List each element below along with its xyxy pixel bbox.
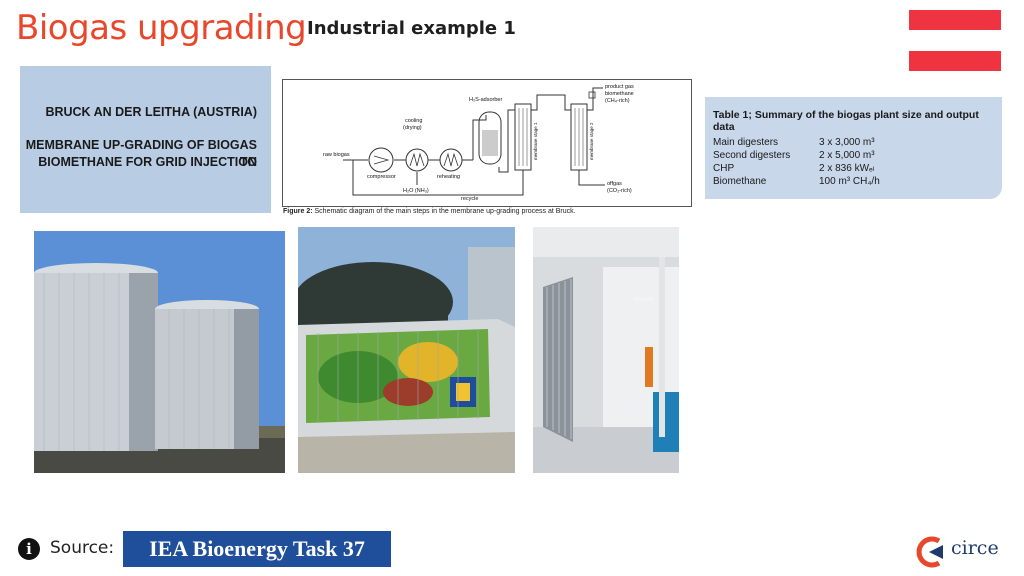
label-h2s-adsorber: H₂S-adsorber bbox=[469, 97, 502, 103]
table-row: Second digesters 2 x 5,000 m³ bbox=[713, 150, 875, 161]
page-title: Biogas upgrading bbox=[16, 8, 307, 48]
label-compressor: compressor bbox=[367, 174, 396, 180]
label-reheating: reheating bbox=[437, 174, 460, 180]
label-water: H₂O (NH₃) bbox=[403, 188, 429, 194]
plant-location: BRUCK AN DER LEITHA (AUSTRIA) bbox=[45, 105, 257, 119]
process-diagram-svg: raw biogas compressor cooling (drying) r… bbox=[323, 84, 634, 202]
plant-description-line-2: BIOMETHANE FOR GRID INJECTION bbox=[38, 155, 257, 169]
label-drying: (drying) bbox=[403, 125, 422, 131]
label-ch4-rich: (CH₄-rich) bbox=[605, 98, 630, 104]
label-raw-biogas: raw biogas bbox=[323, 152, 350, 158]
digester-tanks-photo bbox=[34, 231, 285, 473]
flag-stripe-bottom bbox=[909, 51, 1001, 71]
source-label: Source: bbox=[50, 538, 115, 558]
plant-description-box: BRUCK AN DER LEITHA (AUSTRIA) MEMBRANE U… bbox=[20, 66, 271, 213]
plant-description-line-1: MEMBRANE UP-GRADING OF BIOGAS TO bbox=[25, 138, 257, 169]
table-row-value: 100 m³ CH₄/h bbox=[819, 176, 880, 187]
label-membrane-stage-1: membrane stage 1 bbox=[533, 122, 538, 160]
austria-flag bbox=[909, 10, 1001, 71]
flag-stripe-top bbox=[909, 10, 1001, 30]
circe-logo-text: circe bbox=[951, 537, 999, 559]
figure-caption: Figure 2: Schematic diagram of the main … bbox=[283, 208, 576, 215]
label-membrane-stage-2: membrane stage 2 bbox=[589, 122, 594, 160]
page-subtitle: Industrial example 1 bbox=[307, 18, 516, 39]
table-row-label: Main digesters bbox=[713, 137, 779, 148]
source-badge: IEA Bioenergy Task 37 bbox=[123, 531, 391, 567]
table-row-value: 3 x 3,000 m³ bbox=[819, 137, 875, 148]
table-row: Main digesters 3 x 3,000 m³ bbox=[713, 137, 875, 148]
circe-logo-icon bbox=[916, 536, 943, 568]
table-row-value: 2 x 836 kWₑₗ bbox=[819, 163, 875, 174]
process-diagram: raw biogas compressor cooling (drying) r… bbox=[282, 79, 692, 207]
label-product-gas: product gas bbox=[605, 84, 634, 90]
figure-caption-label: Figure 2: bbox=[283, 208, 313, 215]
label-cooling: cooling bbox=[405, 118, 422, 124]
label-biomethane: biomethane bbox=[605, 91, 634, 97]
table-row-label: CHP bbox=[713, 163, 735, 174]
label-recycle: recycle bbox=[461, 196, 478, 202]
membrane-modules-photo bbox=[533, 227, 679, 473]
table-row-label: Second digesters bbox=[713, 150, 791, 161]
table-row-label: Biomethane bbox=[713, 176, 767, 187]
figure-caption-text: Schematic diagram of the main steps in t… bbox=[312, 208, 576, 215]
summary-table-title: Table 1; Summary of the biogas plant siz… bbox=[713, 109, 979, 133]
table-row: CHP 2 x 836 kWₑₗ bbox=[713, 163, 874, 174]
table-row: Biomethane 100 m³ CH₄/h bbox=[713, 176, 880, 187]
label-offgas: offgas bbox=[607, 181, 622, 187]
upgrading-container-photo bbox=[298, 227, 515, 473]
label-co2-rich: (CO₂-rich) bbox=[607, 188, 632, 194]
table-row-value: 2 x 5,000 m³ bbox=[819, 150, 875, 161]
info-icon: i bbox=[18, 538, 40, 560]
circe-logo: circe bbox=[913, 535, 1003, 569]
summary-table: Table 1; Summary of the biogas plant siz… bbox=[705, 97, 1002, 199]
